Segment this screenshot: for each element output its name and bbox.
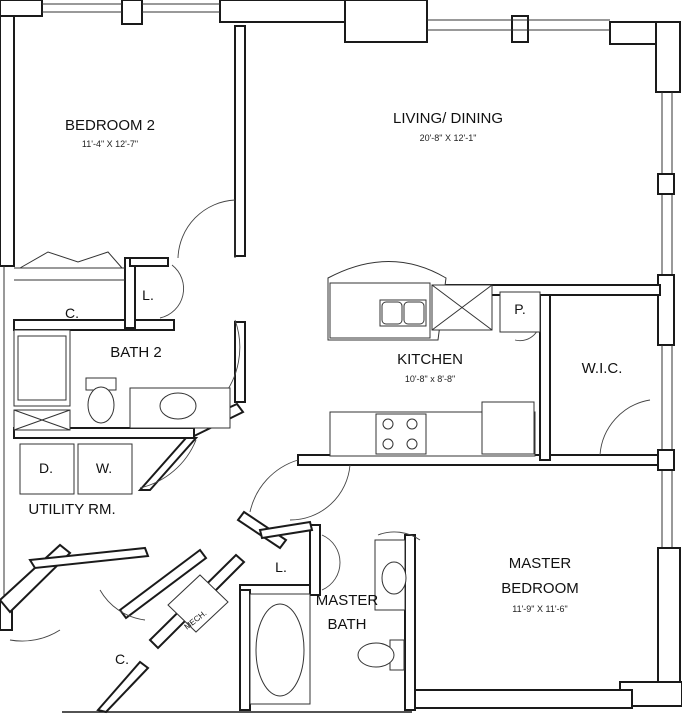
master-bedroom-line1: MASTER [509, 555, 572, 572]
living-name: LIVING/ DINING [393, 110, 503, 127]
wic-name: W.I.C. [582, 360, 623, 377]
room-labels: BEDROOM 2 11'-4" X 12'-7" LIVING/ DINING… [28, 110, 622, 633]
living-dims: 20'-8" X 12'-1" [420, 133, 477, 143]
bedroom2-name: BEDROOM 2 [65, 117, 155, 134]
door-swings [9, 199, 651, 642]
mech-box [167, 574, 229, 633]
washer-label: W. [96, 460, 112, 476]
linen-master-label: L. [275, 559, 287, 575]
master-bath-line2: BATH [328, 616, 367, 633]
kitchen-dims: 10'-8" x 8'-8" [405, 374, 455, 384]
closet-bifold [14, 251, 125, 281]
closet-bottom-label: C. [115, 651, 129, 667]
utility-name: UTILITY RM. [28, 501, 115, 518]
washer-dryer [19, 443, 133, 495]
kitchen-fixtures [327, 261, 541, 457]
bath2-name: BATH 2 [110, 344, 161, 361]
pantry-label: P. [514, 301, 525, 317]
kitchen-name: KITCHEN [397, 351, 463, 368]
bedroom2-dims: 11'-4" X 12'-7" [82, 139, 138, 149]
closet-bed2-label: C. [65, 305, 79, 321]
master-bedroom-dims: 11'-9" X 11'-6" [512, 604, 568, 614]
dryer-label: D. [39, 460, 53, 476]
small-labels: C. L. P. D. W. L. MECH. C. [39, 287, 526, 667]
linen-bath2-label: L. [142, 287, 154, 303]
master-bath-line1: MASTER [316, 592, 379, 609]
master-bath-fixtures [249, 539, 407, 705]
master-bedroom-line2: BEDROOM [501, 580, 579, 597]
bath2-fixtures [13, 329, 231, 431]
